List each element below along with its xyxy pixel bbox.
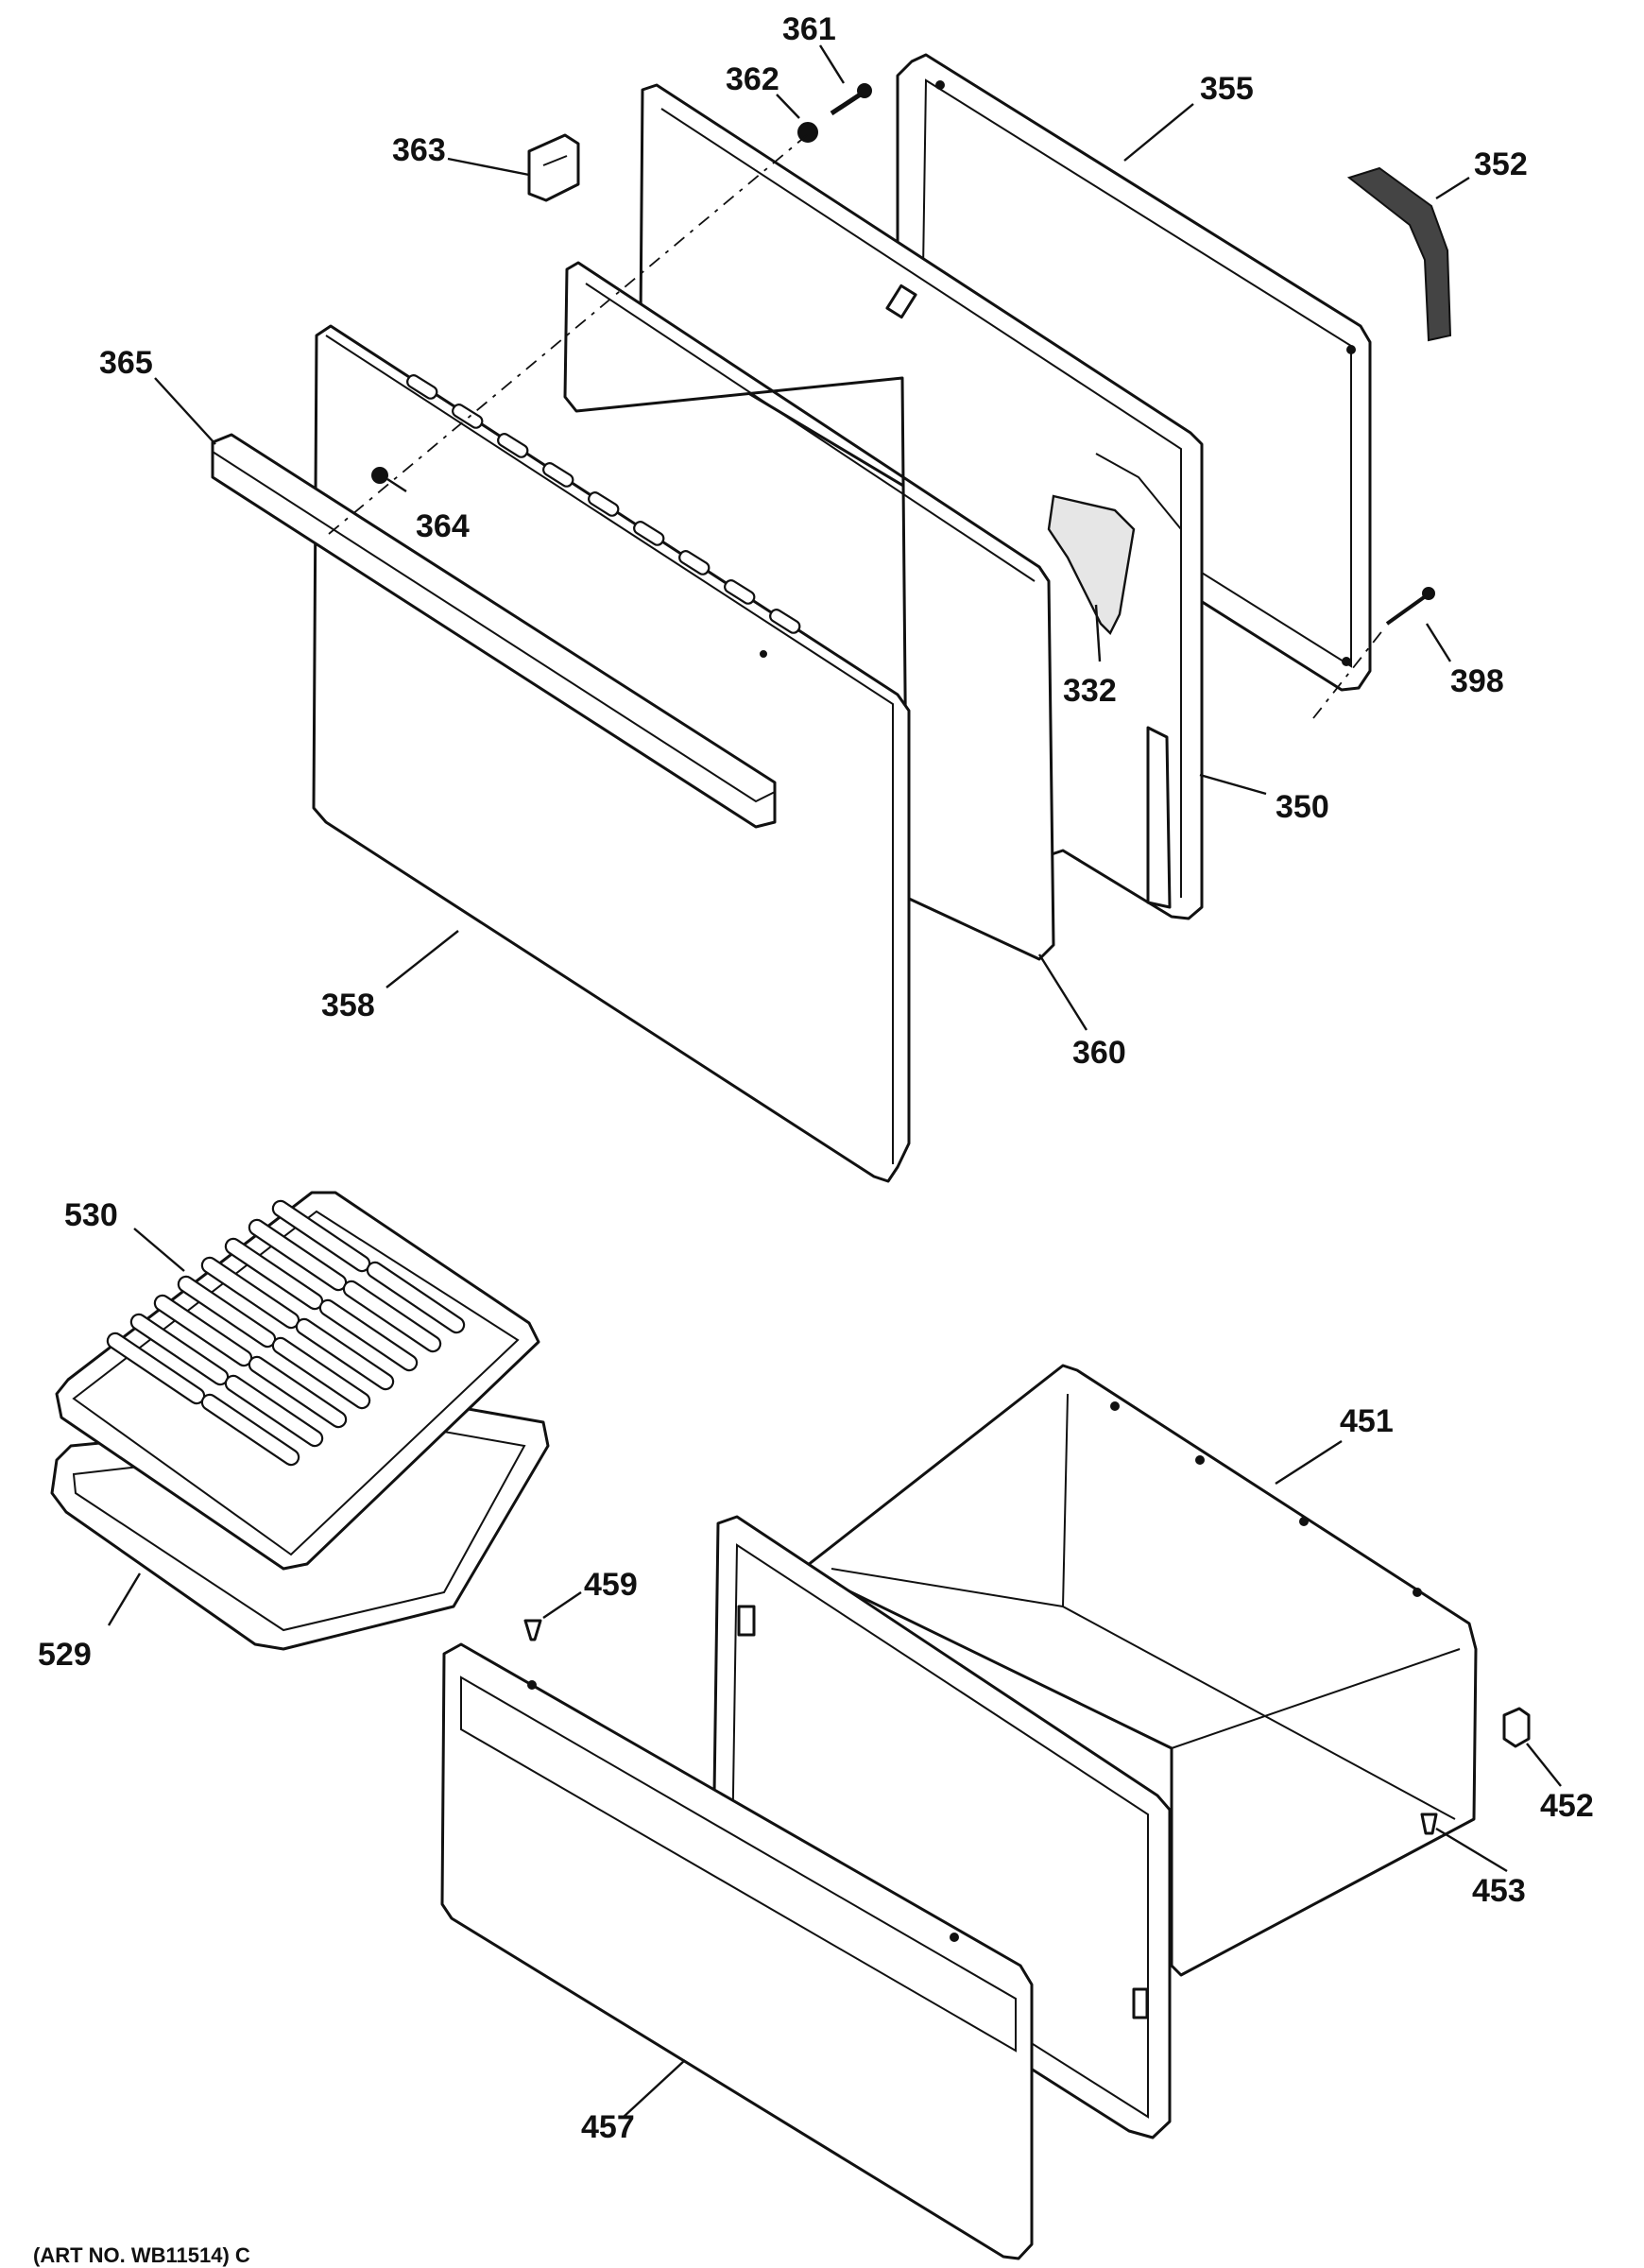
spacer-362 xyxy=(797,122,818,143)
leader-lines xyxy=(107,44,1562,2118)
slide-stop-452 xyxy=(1502,1707,1531,1748)
door-vent-slots xyxy=(406,374,801,634)
grommet-364 xyxy=(371,467,388,484)
callout-453: 453 xyxy=(1472,1873,1526,1909)
callout-labels: 361 362 363 355 352 365 364 332 398 350 … xyxy=(38,11,1594,2145)
callout-451: 451 xyxy=(1340,1403,1394,1439)
callout-457: 457 xyxy=(581,2109,635,2145)
callout-452: 452 xyxy=(1540,1788,1594,1824)
callout-364: 364 xyxy=(416,508,470,544)
door-outer-panel xyxy=(312,324,911,1183)
callout-529: 529 xyxy=(38,1637,92,1673)
hinge-bracket xyxy=(527,133,580,202)
door-handle xyxy=(211,433,777,829)
callout-350: 350 xyxy=(1276,789,1329,825)
callout-361: 361 xyxy=(782,11,836,47)
door-insulation xyxy=(1047,494,1136,636)
screw-459 xyxy=(523,1619,542,1641)
drawer-front-panel xyxy=(440,1642,1034,2260)
callout-530: 530 xyxy=(64,1197,118,1233)
screw-398 xyxy=(1385,587,1435,626)
callout-398: 398 xyxy=(1450,663,1504,699)
broiler-grid-slots xyxy=(106,1199,466,1467)
screw-361 xyxy=(830,83,872,116)
drawer-box xyxy=(801,1364,1478,1977)
broiler-grid-530 xyxy=(55,1191,540,1571)
art-number: (ART NO. WB11514) C xyxy=(33,2243,250,2267)
callout-362: 362 xyxy=(726,61,779,97)
callout-358: 358 xyxy=(321,988,375,1023)
door-gasket xyxy=(1346,166,1452,342)
callout-360: 360 xyxy=(1072,1035,1126,1071)
door-glass-panel xyxy=(563,261,1055,961)
callout-332: 332 xyxy=(1063,673,1117,709)
callout-363: 363 xyxy=(392,132,446,168)
callout-352: 352 xyxy=(1474,146,1528,182)
callout-459: 459 xyxy=(584,1567,638,1603)
screw-453 xyxy=(1420,1813,1438,1835)
callout-355: 355 xyxy=(1200,71,1254,107)
callout-365: 365 xyxy=(99,345,153,381)
